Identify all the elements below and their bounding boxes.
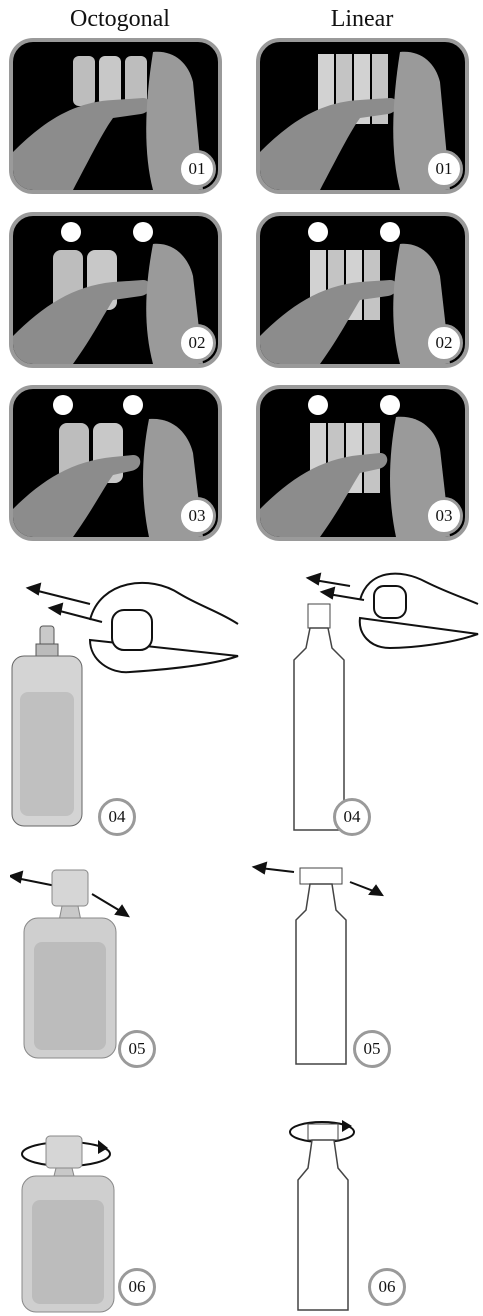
step-03-octogonal-panel: 03 — [9, 385, 222, 541]
pull-arrow-icon — [305, 572, 365, 601]
step-badge: 06 — [118, 1268, 156, 1306]
rotate-arrow-icon — [10, 870, 130, 918]
step-badge: 06 — [368, 1268, 406, 1306]
step-badge: 04 — [98, 798, 136, 836]
step-badge: 02 — [425, 324, 463, 362]
column-title-linear: Linear — [330, 6, 394, 32]
step-06-octogonal-illustration — [10, 1120, 240, 1316]
step-badge: 03 — [178, 497, 216, 535]
rotate-arrow-icon — [251, 861, 384, 897]
step-01-linear-panel: 01 — [256, 38, 469, 194]
step-badge: 01 — [178, 150, 216, 188]
step-03-linear-panel: 03 — [256, 385, 469, 541]
step-badge: 05 — [118, 1030, 156, 1068]
step-04-linear-illustration — [250, 560, 480, 840]
step-04-octogonal-illustration — [10, 560, 240, 840]
step-badge: 05 — [353, 1030, 391, 1068]
step-01-octogonal-panel: 01 — [9, 38, 222, 194]
step-02-octogonal-panel: 02 — [9, 212, 222, 368]
step-06-linear-illustration — [250, 1114, 480, 1314]
step-badge: 01 — [425, 150, 463, 188]
step-badge: 03 — [425, 497, 463, 535]
pull-arrow-icon — [25, 582, 103, 623]
step-badge: 04 — [333, 798, 371, 836]
step-05-linear-illustration — [250, 858, 480, 1074]
step-badge: 02 — [178, 324, 216, 362]
column-title-octogonal: Octogonal — [70, 6, 170, 32]
step-02-linear-panel: 02 — [256, 212, 469, 368]
step-05-octogonal-illustration — [10, 862, 240, 1072]
